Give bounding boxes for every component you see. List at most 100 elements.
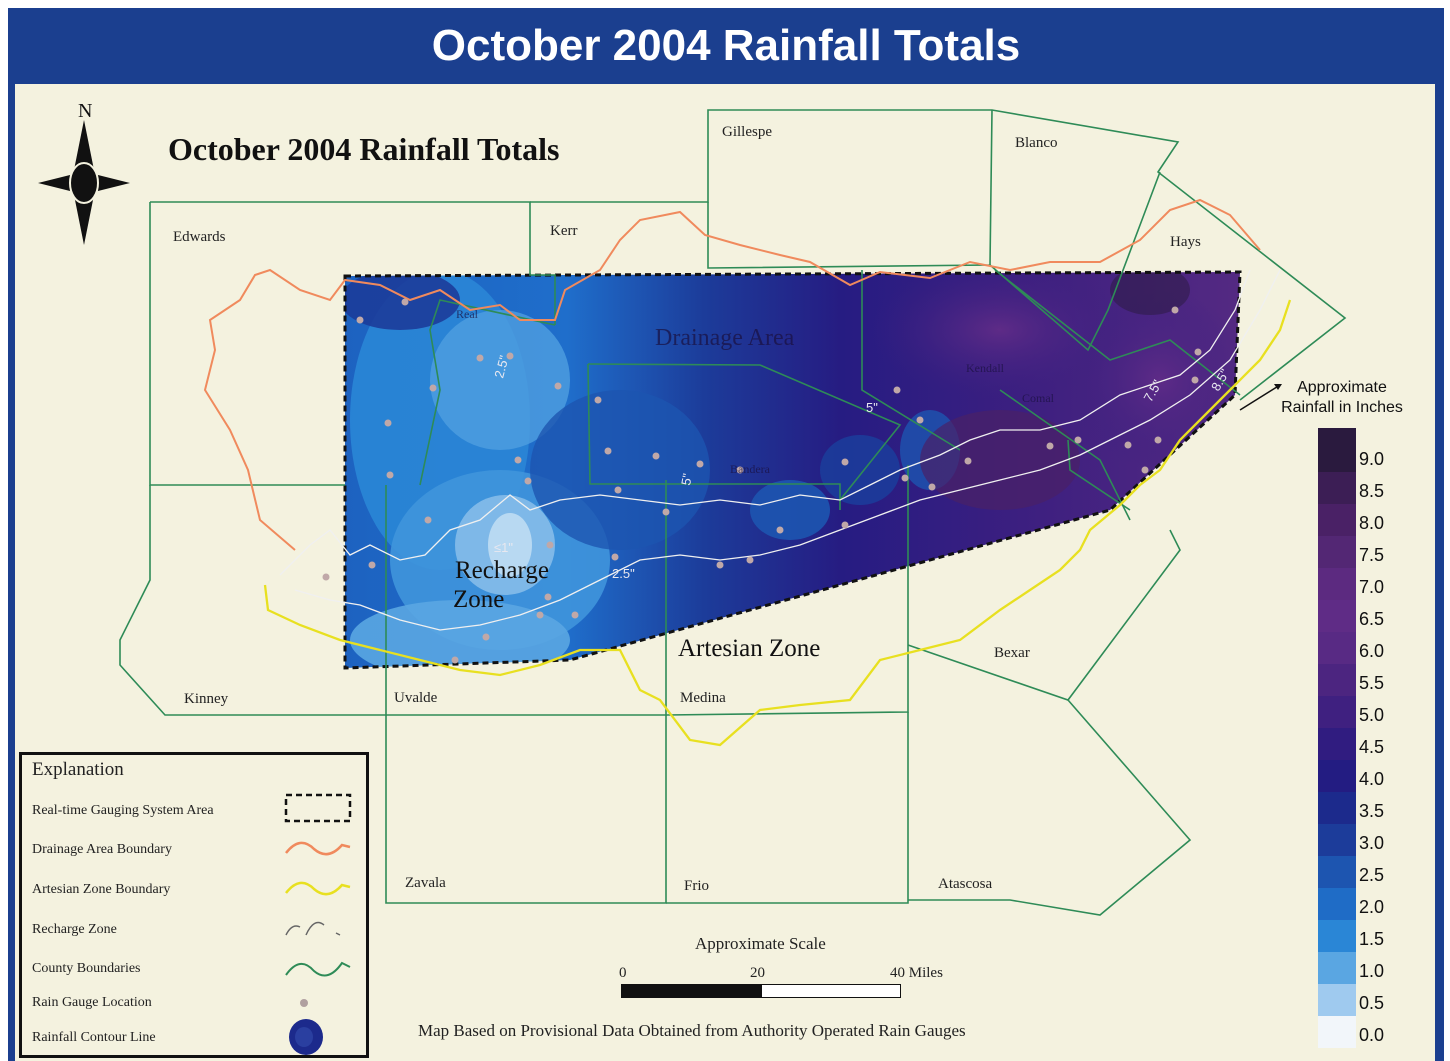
county-label-real: Real <box>456 307 479 321</box>
county-label-kendall: Kendall <box>966 361 1005 375</box>
colorbar-swatch <box>1318 984 1356 1016</box>
colorbar-tick-label: 6.0 <box>1359 641 1384 661</box>
drainage-area-boundary <box>203 198 1261 551</box>
zone-label-recharge-line2: Zone <box>453 586 504 613</box>
white-line-icon <box>285 921 341 936</box>
legend-label-gauging-area: Real-time Gauging System Area <box>32 803 214 818</box>
county-label-kerr: Kerr <box>550 223 577 239</box>
county-label-edwards: Edwards <box>173 229 226 245</box>
green-line-icon <box>285 961 351 977</box>
colorbar-tick-label: 0.0 <box>1359 1025 1384 1045</box>
colorbar-tick-label: 9.0 <box>1359 449 1384 469</box>
zone-label-recharge-line1: Recharge <box>455 557 549 584</box>
legend: Explanation Real-time Gauging System Are… <box>19 752 369 1058</box>
scale-bar: Approximate Scale 0 20 40 Miles <box>600 930 980 1010</box>
colorbar-swatch <box>1318 632 1356 664</box>
colorbar-tick-label: 0.5 <box>1359 993 1384 1013</box>
colorbar-title-line1: Approximate <box>1297 379 1387 396</box>
colorbar-tick-label: 8.5 <box>1359 481 1384 501</box>
colorbar-swatch <box>1318 888 1356 920</box>
colorbar-tick-label: 8.0 <box>1359 513 1384 533</box>
yellow-line-icon <box>285 881 351 896</box>
county-label-blanco: Blanco <box>1015 135 1058 151</box>
county-label-bandera: Bandera <box>730 462 771 476</box>
county-label-comal: Comal <box>1022 391 1055 405</box>
county-label-uvalde: Uvalde <box>394 690 438 706</box>
colorbar-swatch <box>1318 504 1356 536</box>
scale-tick-20: 20 <box>750 965 765 981</box>
colorbar-swatch <box>1318 1016 1356 1048</box>
scale-segment-dark <box>621 984 761 998</box>
legend-label-recharge: Recharge Zone <box>32 922 117 937</box>
county-label-zavala: Zavala <box>405 875 446 891</box>
map-title: October 2004 Rainfall Totals <box>168 131 560 167</box>
orange-line-icon <box>285 841 351 856</box>
colorbar-tick-label: 5.0 <box>1359 705 1384 725</box>
contour-label: 5" <box>678 472 695 487</box>
contour-label: ≤1" <box>494 540 513 555</box>
colorbar-tick-label: 3.0 <box>1359 833 1384 853</box>
scale-tick-40: 40 Miles <box>890 965 943 981</box>
colorbar-tick-label: 2.5 <box>1359 865 1384 885</box>
banner-title: October 2004 Rainfall Totals <box>431 21 1021 70</box>
colorbar-title: Approximate Rainfall in Inches <box>1262 378 1422 418</box>
gauging-system-area-boundary <box>343 270 1242 670</box>
colorbar-swatch <box>1318 664 1356 696</box>
contour-label: 2.5" <box>491 353 511 379</box>
colorbar-tick-label: 3.5 <box>1359 801 1384 821</box>
legend-label-artesian: Artesian Zone Boundary <box>32 882 171 897</box>
scale-title: Approximate Scale <box>695 934 826 953</box>
colorbar-swatch <box>1318 440 1356 472</box>
colorbar-tick-label: 5.5 <box>1359 673 1384 693</box>
colorbar-tick-label: 7.0 <box>1359 577 1384 597</box>
county-label-gillespe: Gillespe <box>722 124 772 140</box>
colorbar-tick-label: 4.5 <box>1359 737 1384 757</box>
rainfall-surface <box>345 272 1240 668</box>
colorbar-swatch <box>1318 760 1356 792</box>
colorbar-swatch <box>1318 792 1356 824</box>
legend-title: Explanation <box>32 759 124 780</box>
colorbar-tick-label: 1.5 <box>1359 929 1384 949</box>
colorbar-swatch <box>1318 856 1356 888</box>
dashed-box-icon <box>284 793 352 823</box>
blue-blob-icon <box>289 1019 323 1055</box>
colorbar-swatch <box>1318 728 1356 760</box>
colorbar-cap <box>1318 428 1356 440</box>
colorbar-tick-label: 2.0 <box>1359 897 1384 917</box>
colorbar-swatch <box>1318 696 1356 728</box>
colorbar-tick-label: 7.5 <box>1359 545 1384 565</box>
county-label-medina: Medina <box>680 690 726 706</box>
colorbar-swatch <box>1318 600 1356 632</box>
legend-label-rain-gauge: Rain Gauge Location <box>32 995 152 1010</box>
contour-label: 5" <box>866 400 878 415</box>
rain-gauges <box>322 298 1202 664</box>
colorbar-swatch <box>1318 952 1356 984</box>
county-label-hays: Hays <box>1170 234 1201 250</box>
zone-label-artesian: Artesian Zone <box>678 635 820 662</box>
map-panel: Gillespe Blanco Edwards Kerr Hays Real K… <box>15 84 1435 1061</box>
colorbar-pointer-head <box>1274 384 1282 390</box>
gray-dot-icon <box>300 999 308 1007</box>
colorbar-tick-label: 4.0 <box>1359 769 1384 789</box>
zone-label-drainage: Drainage Area <box>655 325 795 351</box>
colorbar-tick-label: 6.5 <box>1359 609 1384 629</box>
colorbar-swatch <box>1318 920 1356 952</box>
artesian-zone-boundary <box>263 299 1292 747</box>
colorbar: 9.0 8.5 8.0 7.5 7.0 6.5 6.0 5.5 5.0 4.5 4.0 3.5 3.0 2… <box>1318 428 1384 1048</box>
colorbar-swatch <box>1318 536 1356 568</box>
county-label-frio: Frio <box>684 878 709 894</box>
colorbar-swatch <box>1318 472 1356 504</box>
county-label-bexar: Bexar <box>994 645 1030 661</box>
scale-segment-light <box>761 984 901 998</box>
colorbar-swatch <box>1318 824 1356 856</box>
recharge-zone-boundary <box>279 269 1281 631</box>
contour-label: 2.5" <box>612 566 635 581</box>
colorbar-pointer <box>1239 384 1281 411</box>
north-label: N <box>78 100 92 122</box>
legend-label-county: County Boundaries <box>32 961 141 976</box>
scale-tick-0: 0 <box>619 965 627 981</box>
county-label-kinney: Kinney <box>184 691 229 707</box>
colorbar-tick-label: 1.0 <box>1359 961 1384 981</box>
colorbar-title-line2: Rainfall in Inches <box>1281 399 1403 416</box>
legend-label-contour: Rainfall Contour Line <box>32 1030 156 1045</box>
